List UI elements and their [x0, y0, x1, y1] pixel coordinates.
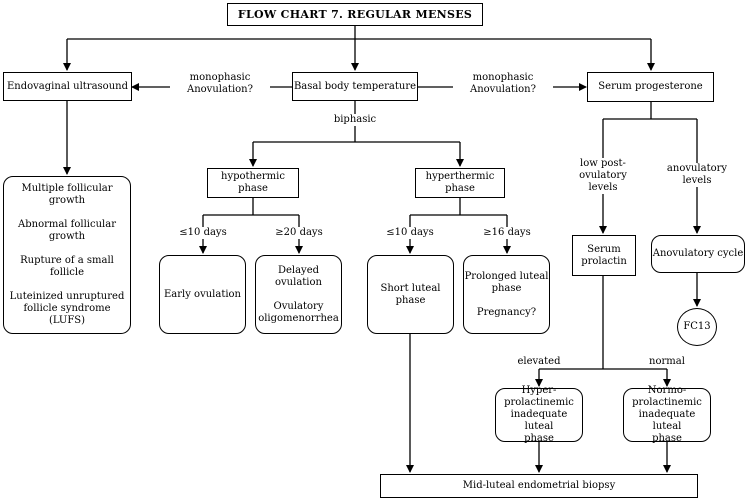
node-delayed-l3: Ovulatory — [273, 300, 324, 312]
node-hyperthermic-phase: hyperthermic phase — [415, 168, 505, 198]
label-normal: normal — [646, 356, 688, 368]
label-monophasic-right-2: Anovulation? — [470, 84, 536, 95]
node-prolactin-l2: prolactin — [581, 255, 627, 267]
label-biphasic: biphasic — [328, 114, 382, 126]
label-ge20: ≥20 days — [272, 227, 326, 239]
finding-4a: Luteinized unruptured — [9, 291, 125, 302]
label-biphasic-text: biphasic — [333, 114, 377, 125]
label-monophasic-right-1: monophasic — [472, 72, 534, 83]
node-early-ovulation: Early ovulation — [159, 255, 246, 334]
label-low-post-l2: ovulatory — [579, 170, 627, 181]
finding-2b: growth — [48, 231, 86, 242]
node-normo-prl-l3: inadequate luteal — [638, 409, 696, 432]
node-normo-prl-l1: Normo- — [647, 385, 687, 396]
label-elevated-text: elevated — [517, 356, 561, 367]
node-fc13-label: FC13 — [683, 321, 711, 332]
node-hyperthermic-l2: phase — [445, 183, 475, 194]
finding-3a: Rupture of a small — [20, 255, 114, 266]
node-hyper-prl-l3: inadequate luteal — [510, 409, 568, 432]
label-anovulatory-levels: anovulatory levels — [664, 163, 730, 187]
node-biopsy-label: Mid-luteal endometrial biopsy — [462, 480, 616, 491]
node-basal-body-temperature: Basal body temperature — [292, 72, 418, 101]
label-le10-a-text: ≤10 days — [179, 227, 227, 238]
label-low-post-l1: low post- — [580, 158, 626, 169]
finding-1a: Multiple follicular — [21, 183, 113, 194]
label-ge16-text: ≥16 days — [483, 227, 531, 238]
node-short-luteal-phase: Short luteal phase — [367, 255, 454, 334]
node-prolonged-l3: Pregnancy? — [476, 306, 537, 318]
node-basal-body-temperature-label: Basal body temperature — [293, 80, 417, 92]
label-monophasic-left-1: monophasic — [189, 72, 251, 83]
label-le10-a: ≤10 days — [176, 227, 230, 239]
label-low-post-l3: levels — [588, 182, 618, 193]
node-delayed-l4: oligomenorrhea — [258, 312, 339, 324]
node-fc13: FC13 — [677, 308, 717, 346]
chart-title: FLOW CHART 7. REGULAR MENSES — [227, 3, 483, 26]
label-le10-b-text: ≤10 days — [386, 227, 434, 238]
node-prolactin-l1: Serum — [587, 243, 621, 255]
finding-4b: follicle syndrome — [23, 303, 111, 314]
node-normo-prl-l4: phase — [652, 433, 682, 444]
node-early-ovulation-label: Early ovulation — [163, 288, 242, 300]
node-hyperthermic-l1: hyperthermic — [425, 171, 495, 182]
node-hypothermic-l1: hypothermic — [221, 171, 285, 182]
finding-1b: growth — [48, 195, 86, 206]
node-serum-progesterone-label: Serum progesterone — [598, 81, 703, 92]
label-ge16: ≥16 days — [480, 227, 534, 239]
finding-2a: Abnormal follicular — [18, 219, 116, 230]
node-normo-prl-l2: prolactinemic — [632, 397, 702, 408]
label-normal-text: normal — [649, 356, 685, 367]
node-short-luteal-l1: Short luteal — [380, 282, 441, 294]
node-ultrasound-findings: Multiple follicular growth Abnormal foll… — [3, 176, 131, 334]
node-delayed-l1: Delayed — [277, 264, 320, 276]
node-endovaginal-ultrasound: Endovaginal ultrasound — [3, 72, 132, 101]
node-mid-luteal-biopsy: Mid-luteal endometrial biopsy — [380, 474, 698, 498]
label-elevated: elevated — [514, 356, 564, 368]
node-anovulatory-cycle: Anovulatory cycle — [651, 235, 745, 273]
label-ge20-text: ≥20 days — [275, 227, 323, 238]
label-monophasic-left: monophasic Anovulation? — [170, 72, 270, 96]
node-delayed-ovulation: Delayed ovulation Ovulatory oligomenorrh… — [255, 255, 342, 334]
node-hyper-prl-l1: Hyper- — [521, 385, 557, 396]
label-anov-levels-l2: levels — [682, 175, 712, 186]
node-prolonged-luteal-phase: Prolonged luteal phase Pregnancy? — [463, 255, 550, 334]
label-monophasic-left-2: Anovulation? — [187, 84, 253, 95]
label-anov-levels-l1: anovulatory — [666, 163, 728, 174]
node-anovulatory-cycle-label: Anovulatory cycle — [652, 248, 744, 259]
node-hypothermic-l2: phase — [238, 183, 268, 194]
node-short-luteal-l2: phase — [395, 294, 426, 306]
node-endovaginal-ultrasound-label: Endovaginal ultrasound — [7, 80, 128, 92]
label-low-post-ovulatory: low post- ovulatory levels — [570, 158, 636, 194]
node-hyper-prl-l4: phase — [524, 433, 554, 444]
node-normoprolactinemic: Normo- prolactinemic inadequate luteal p… — [623, 385, 711, 444]
node-hypothermic-phase: hypothermic phase — [207, 168, 299, 198]
node-delayed-l2: ovulation — [275, 276, 322, 288]
node-prolonged-l2: phase — [491, 282, 522, 294]
node-serum-progesterone: Serum progesterone — [587, 72, 714, 102]
node-serum-prolactin: Serum prolactin — [572, 235, 636, 276]
node-prolonged-l1: Prolonged luteal — [464, 270, 549, 282]
node-hyperprolactinemic: Hyper- prolactinemic inadequate luteal p… — [495, 385, 583, 444]
label-monophasic-right: monophasic Anovulation? — [453, 72, 553, 96]
finding-3b: follicle — [49, 267, 85, 278]
node-hyper-prl-l2: prolactinemic — [504, 397, 574, 408]
label-le10-b: ≤10 days — [383, 227, 437, 239]
chart-title-text: FLOW CHART 7. REGULAR MENSES — [237, 7, 473, 21]
finding-4c: (LUFS) — [48, 315, 86, 326]
